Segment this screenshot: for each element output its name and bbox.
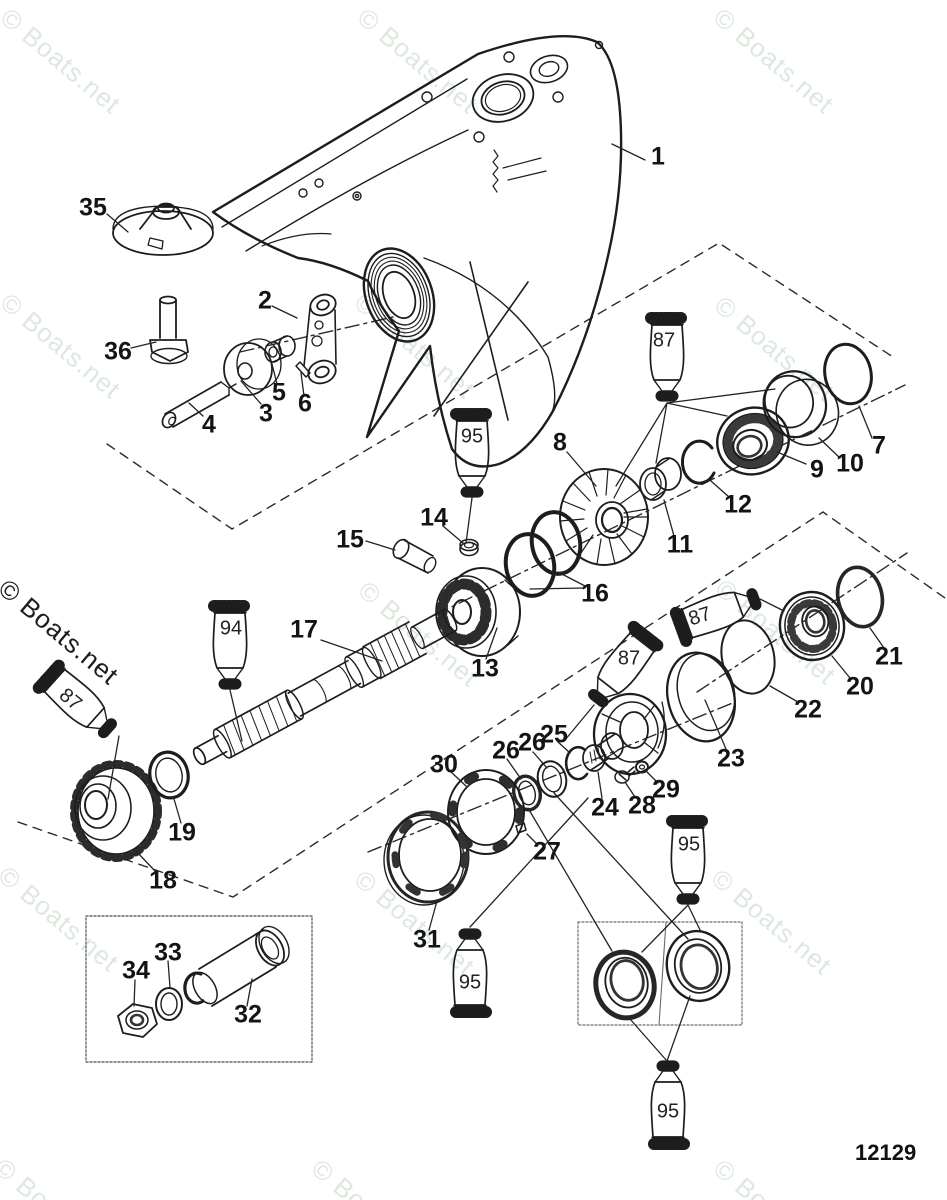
tube-95-lower-mid xyxy=(453,929,486,1012)
tube-87-label: 87 xyxy=(617,647,641,670)
callout-25: 25 xyxy=(540,720,568,749)
part-26-oil-seal-a xyxy=(511,774,543,812)
part-6-pin xyxy=(295,361,311,378)
callout-16: 16 xyxy=(581,579,609,608)
callout-1: 1 xyxy=(651,142,665,171)
part-32-sleeve xyxy=(183,925,290,1007)
inset-box-drive-sleeve xyxy=(85,915,313,1063)
part-1-gear-housing xyxy=(211,35,623,468)
tube-95-label: 95 xyxy=(656,1100,680,1123)
part-34-nut xyxy=(117,1003,158,1038)
callout-10: 10 xyxy=(836,449,864,478)
callout-20: 20 xyxy=(846,672,874,701)
tube-95-label: 95 xyxy=(677,833,701,856)
callout-14: 14 xyxy=(420,503,448,532)
callout-30: 30 xyxy=(430,750,458,779)
part-8-forward-gear xyxy=(559,468,649,566)
callout-22: 22 xyxy=(794,695,822,724)
callout-21: 21 xyxy=(875,642,903,671)
callout-5: 5 xyxy=(272,378,286,407)
seal-detail-right xyxy=(665,929,731,1003)
part-22-o-ring xyxy=(720,619,776,695)
callout-2: 2 xyxy=(258,286,272,315)
callout-19: 19 xyxy=(168,818,196,847)
part-31-ring-nut xyxy=(383,810,470,906)
callout-6: 6 xyxy=(298,389,312,418)
callout-27: 27 xyxy=(533,837,561,866)
part-2-link-bracket xyxy=(303,293,337,385)
callout-15: 15 xyxy=(336,525,364,554)
callout-36: 36 xyxy=(104,337,132,366)
part-33-washer xyxy=(155,987,183,1021)
part-14-follower-cap xyxy=(459,538,479,557)
tube-95-label: 95 xyxy=(460,425,484,448)
part-12-retaining-ring xyxy=(680,439,716,485)
callout-31: 31 xyxy=(413,925,441,954)
part-21-o-ring xyxy=(835,565,885,629)
part-15-pin xyxy=(392,538,437,574)
leader-lines xyxy=(106,143,885,1062)
part-30-tab-washer xyxy=(447,769,525,855)
callout-29: 29 xyxy=(652,775,680,804)
callout-26: 26 xyxy=(492,736,520,765)
callout-12: 12 xyxy=(724,490,752,519)
part-4-pin xyxy=(161,381,237,429)
part-36-bolt xyxy=(149,295,189,365)
part-35-trim-tab xyxy=(112,202,214,256)
part-18-gear xyxy=(70,760,162,862)
callout-24: 24 xyxy=(591,793,619,822)
callout-4: 4 xyxy=(202,410,216,439)
tube-94-label: 94 xyxy=(219,617,243,640)
callout-26b: 26 xyxy=(518,728,546,757)
part-29-washer xyxy=(635,760,649,774)
tube-87-label: 87 xyxy=(652,329,676,352)
part-24-sleeve xyxy=(582,732,624,772)
callout-9: 9 xyxy=(810,455,824,484)
callout-11: 11 xyxy=(666,530,694,559)
seal-detail-left xyxy=(593,949,657,1021)
callout-23: 23 xyxy=(717,744,745,773)
part-23-bearing-carrier xyxy=(592,651,736,776)
callout-35: 35 xyxy=(79,193,107,222)
callout-13: 13 xyxy=(471,654,499,683)
callout-32: 32 xyxy=(234,1000,262,1029)
diagram-number: 12129 xyxy=(855,1140,917,1165)
part-3-follower xyxy=(223,338,282,396)
inset-box-seals xyxy=(577,921,743,1026)
part-7-o-ring xyxy=(823,342,873,406)
tube-95-label: 95 xyxy=(458,971,482,994)
part-25-retaining-clip xyxy=(564,745,589,781)
callout-34: 34 xyxy=(122,956,150,985)
part-11-bushing xyxy=(639,457,682,501)
part-13-sliding-clutch xyxy=(435,567,521,657)
part-5-bushing xyxy=(264,335,296,363)
part-28-screw xyxy=(614,766,636,784)
part-20-ball-bearing xyxy=(778,590,846,662)
part-10-bearing-cup xyxy=(762,370,840,446)
callout-17: 17 xyxy=(290,615,318,644)
callout-28: 28 xyxy=(628,791,656,820)
part-17-propeller-shaft xyxy=(192,608,458,766)
callout-33: 33 xyxy=(154,938,182,967)
part-19-seal-ring xyxy=(148,750,190,800)
callout-18: 18 xyxy=(149,866,177,895)
part-9-roller-bearing xyxy=(716,406,790,476)
callout-8: 8 xyxy=(553,428,567,457)
part-27-key xyxy=(515,822,527,834)
callout-3: 3 xyxy=(259,399,273,428)
callout-7: 7 xyxy=(872,431,886,460)
